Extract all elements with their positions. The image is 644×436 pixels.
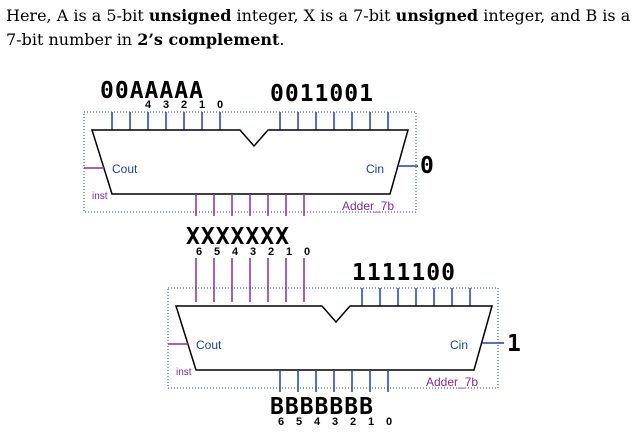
middle-bit-labels: 6 5 4 3 2 1 0 <box>196 246 310 258</box>
intro-text-3: integer, and B is a 7-bit number in <box>6 6 631 49</box>
middle-bit-4: 4 <box>232 246 239 258</box>
intro-bold-3: 2’s complement <box>137 30 280 49</box>
bottom-bit-5: 5 <box>296 416 302 428</box>
top-input-a-wires <box>111 112 221 130</box>
top-a-bit-3: 3 <box>163 99 169 111</box>
bottom-bit-4: 4 <box>314 416 321 428</box>
top-input-a: 00AAAAA <box>100 78 204 104</box>
middle-bit-6: 6 <box>196 246 202 258</box>
bottom-cin-value: 1 <box>507 331 522 357</box>
intro-bold-2: unsigned <box>395 6 479 25</box>
middle-bit-2: 2 <box>268 246 274 258</box>
top-a-bit-2: 2 <box>181 99 187 111</box>
top-a-bit-0: 0 <box>217 99 223 111</box>
middle-sum: XXXXXXX 6 5 4 3 2 1 0 <box>186 224 310 302</box>
top-inst-label: inst <box>92 191 108 202</box>
top-a-bit-labels: 4 3 2 1 0 <box>145 99 223 111</box>
bottom-cin-label: Cin <box>450 338 468 352</box>
bottom-adder-name: Adder_7b <box>426 375 478 389</box>
top-a-bit-1: 1 <box>199 99 205 111</box>
bottom-bit-0: 0 <box>386 416 392 428</box>
middle-bit-5: 5 <box>214 246 220 258</box>
top-cin-label: Cin <box>366 162 384 176</box>
intro-bold-1: unsigned <box>148 6 232 25</box>
bottom-bit-labels: 6 5 4 3 2 1 0 <box>278 416 392 428</box>
bottom-bit-6: 6 <box>278 416 284 428</box>
top-adder: 00AAAAA 4 3 2 1 0 0011001 <box>83 78 435 216</box>
bottom-input-b: 1111100 <box>352 260 456 286</box>
top-input-b-wires <box>279 112 389 130</box>
middle-bit-1: 1 <box>286 246 292 258</box>
bottom-adder-frame <box>167 287 499 389</box>
top-cout-label: Cout <box>112 162 138 176</box>
bottom-input-b-wires <box>361 288 471 306</box>
intro-text-1: Here, A is a 5-bit <box>6 6 149 25</box>
bottom-sum-wires <box>279 370 389 392</box>
top-adder-name: Adder_7b <box>342 199 394 213</box>
bottom-cout-label: Cout <box>196 338 222 352</box>
top-a-bit-4: 4 <box>145 99 152 111</box>
top-sum-wires <box>195 194 305 216</box>
problem-statement: Here, A is a 5-bit unsigned integer, X i… <box>6 4 642 52</box>
bottom-sum-b: BBBBBBB <box>270 394 374 420</box>
bottom-bit-1: 1 <box>368 416 374 428</box>
middle-sum-x: XXXXXXX <box>186 224 290 250</box>
middle-x-wires <box>195 258 305 302</box>
bottom-adder: 1111100 Cout Cin 1 inst Adder_7b <box>167 260 522 428</box>
bottom-bit-2: 2 <box>350 416 356 428</box>
intro-text-4: . <box>279 30 285 49</box>
top-input-b: 0011001 <box>270 81 374 107</box>
top-cin-value: 0 <box>420 153 435 179</box>
middle-bit-0: 0 <box>304 246 310 258</box>
middle-bit-3: 3 <box>250 246 256 258</box>
bottom-bit-3: 3 <box>332 416 338 428</box>
intro-text-2: integer, X is a 7-bit <box>231 6 396 25</box>
bottom-inst-label: inst <box>176 367 192 378</box>
top-adder-body <box>90 129 409 195</box>
bottom-adder-body <box>174 305 493 371</box>
